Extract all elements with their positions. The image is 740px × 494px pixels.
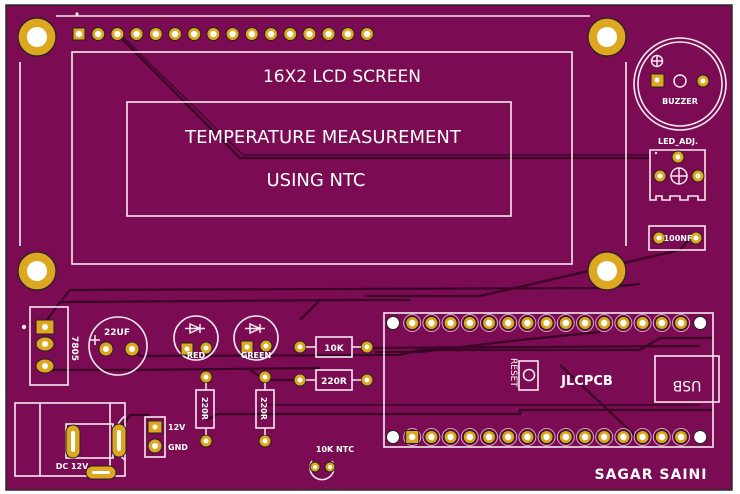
lcd-pin bbox=[110, 27, 125, 41]
lcd-pin bbox=[187, 27, 202, 41]
mcu-pin bbox=[595, 314, 614, 332]
mcu-pin bbox=[672, 314, 690, 332]
mcu-pin bbox=[652, 314, 671, 332]
mcu-pin bbox=[518, 314, 537, 332]
lcd-pin bbox=[148, 27, 163, 41]
mcu-pin bbox=[403, 314, 422, 332]
mcu-pin bbox=[633, 314, 652, 332]
ntc-label: 10K NTC bbox=[316, 445, 354, 454]
silkscreen-symbols bbox=[90, 54, 688, 435]
lcd-pin bbox=[225, 27, 240, 41]
mounting-hole-bl bbox=[17, 251, 57, 291]
lcd-pin bbox=[340, 27, 355, 41]
usb-label: USB bbox=[673, 377, 702, 393]
mcu-pin bbox=[633, 428, 652, 446]
silkscreen-outlines bbox=[14, 15, 727, 481]
mcu-pin bbox=[556, 314, 575, 332]
buzzer-center-hole bbox=[673, 74, 687, 88]
lcd-line-2: USING NTC bbox=[266, 170, 365, 191]
lcd-pin bbox=[360, 27, 374, 41]
fab-logo: JLCPCB bbox=[560, 374, 613, 389]
lcd-pin bbox=[168, 27, 182, 41]
lcd-pin bbox=[72, 27, 86, 41]
mcu-pin bbox=[537, 428, 556, 446]
mcu-pin bbox=[460, 428, 479, 446]
buzzer-label: BUZZER bbox=[662, 97, 698, 106]
mcu-pin bbox=[672, 428, 690, 446]
mcu-pin bbox=[460, 314, 479, 332]
cap-100nf-label: 100NF bbox=[664, 234, 693, 243]
mcu-pin bbox=[576, 428, 594, 446]
silk-dots bbox=[21, 12, 658, 330]
mcu-pin bbox=[422, 428, 441, 446]
lcd-pin bbox=[321, 27, 336, 41]
lcd-pin bbox=[244, 27, 259, 41]
lcd-pin bbox=[264, 27, 278, 41]
cap-plus-icon bbox=[90, 335, 100, 345]
mounting-holes bbox=[17, 17, 627, 291]
lcd-pin bbox=[302, 27, 317, 41]
mcu-header-bottom bbox=[386, 428, 708, 446]
lcd-pin-header bbox=[72, 27, 374, 41]
terminal-gnd-label: GND bbox=[168, 443, 188, 452]
lcd-pin bbox=[91, 27, 106, 41]
mcu-pin bbox=[556, 428, 575, 446]
lcd-pin bbox=[283, 27, 298, 41]
cap-22uf-label: 22UF bbox=[104, 328, 130, 338]
led-red-diode-icon bbox=[185, 322, 205, 335]
mcu-pin bbox=[441, 314, 460, 332]
mounting-hole-tl bbox=[17, 17, 57, 57]
lcd-line-1: TEMPERATURE MEASUREMENT bbox=[184, 127, 462, 148]
lcd-pin bbox=[206, 27, 221, 41]
lcd-pin bbox=[129, 27, 144, 41]
mcu-pin bbox=[499, 314, 518, 332]
mcu-pin bbox=[537, 314, 556, 332]
mcu-pin bbox=[518, 428, 537, 446]
mounting-hole-tr bbox=[587, 17, 627, 57]
res-220r-green-label: 220R bbox=[259, 397, 268, 420]
mcu-mount-hole bbox=[386, 430, 400, 444]
mcu-pin bbox=[499, 428, 518, 446]
res-220r-red-label: 220R bbox=[200, 397, 209, 420]
mcu-pin bbox=[441, 428, 460, 446]
mcu-pin bbox=[652, 428, 671, 446]
mcu-pin bbox=[422, 314, 441, 332]
regulator-label: 7805 bbox=[69, 336, 79, 361]
mounting-hole-br bbox=[587, 251, 627, 291]
mcu-pin bbox=[576, 314, 594, 332]
res-220r-label: 220R bbox=[321, 377, 347, 387]
dc-jack-label: DC 12V bbox=[56, 462, 89, 471]
mcu-pin bbox=[595, 428, 614, 446]
author-signature: SAGAR SAINI bbox=[595, 467, 708, 483]
mcu-pin bbox=[614, 428, 633, 446]
mcu-mount-hole bbox=[693, 430, 708, 444]
mcu-pin bbox=[403, 428, 422, 446]
res-10k-label: 10K bbox=[324, 344, 345, 354]
mcu-pin bbox=[480, 428, 498, 446]
led-adj-label: LED_ADJ. bbox=[658, 137, 698, 146]
buzzer-plus-icon bbox=[650, 54, 664, 68]
pad-holes bbox=[42, 77, 706, 474]
copper-traces bbox=[39, 34, 712, 441]
led-red-label: RED bbox=[187, 351, 206, 360]
mcu-pin bbox=[480, 314, 498, 332]
led-green-diode-icon bbox=[245, 322, 265, 335]
mcu-pin bbox=[614, 314, 633, 332]
mcu-mount-hole bbox=[386, 316, 400, 330]
reset-label: RESET bbox=[508, 358, 518, 387]
mcu-header-top bbox=[386, 314, 708, 332]
lcd-title: 16X2 LCD SCREEN bbox=[263, 67, 421, 87]
led-green-label: GREEN bbox=[241, 351, 271, 360]
pot-adjust-icon bbox=[670, 167, 688, 185]
terminal-12v-label: 12V bbox=[168, 423, 186, 432]
mcu-mount-hole bbox=[693, 316, 708, 330]
